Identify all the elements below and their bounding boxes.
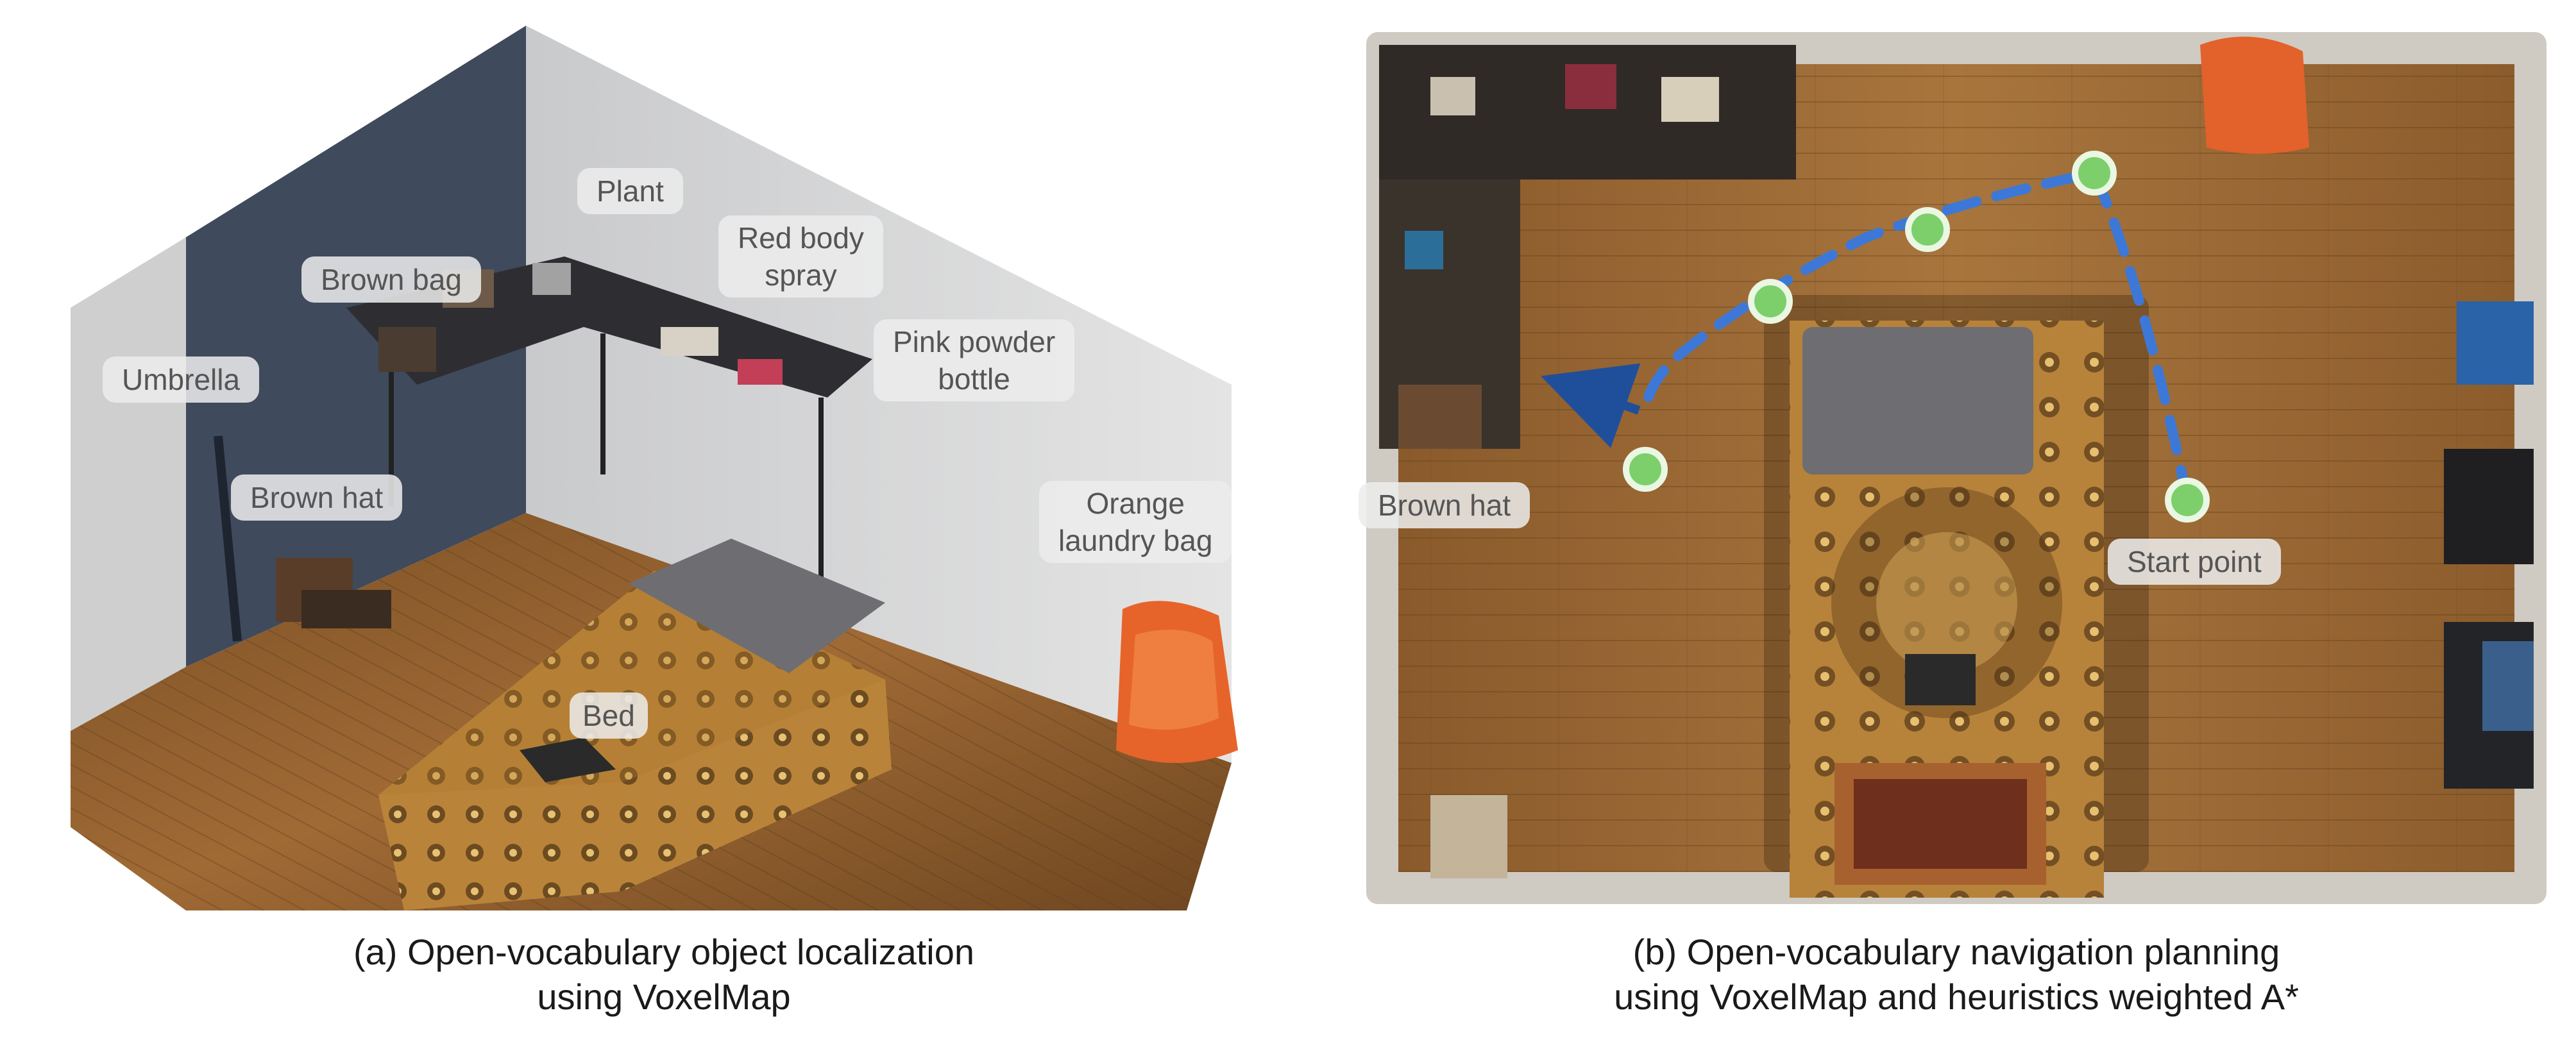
label-brown-hat-a: Brown hat <box>231 474 403 521</box>
waypoint <box>2165 478 2210 523</box>
panel-b-navigation-map: Brown hat Start point <box>1353 26 2559 910</box>
caption-a: (a) Open-vocabulary object localization … <box>353 932 975 1017</box>
orange-laundry-bag <box>2200 37 2309 155</box>
room-3d-illustration <box>71 26 1238 910</box>
topdown-map-illustration <box>1366 32 2546 904</box>
waypoint <box>1748 279 1793 324</box>
waypoint <box>2072 151 2117 196</box>
label-brown-hat-b: Brown hat <box>1359 482 1530 528</box>
label-plant: Plant <box>577 168 683 214</box>
planned-path <box>1640 167 2192 505</box>
label-start-point: Start point <box>2108 539 2281 585</box>
waypoint <box>1623 447 1668 492</box>
bed-blanket <box>629 539 885 673</box>
caption-b: (b) Open-vocabulary navigation planning … <box>1614 932 2299 1017</box>
label-umbrella: Umbrella <box>103 356 260 403</box>
bed-blanket <box>1802 327 2033 474</box>
path-arrow <box>1541 363 1641 448</box>
left-wall-light <box>71 237 186 731</box>
label-brown-bag: Brown bag <box>301 256 481 303</box>
waypoint <box>1905 207 1950 252</box>
label-bed: Bed <box>570 692 648 739</box>
